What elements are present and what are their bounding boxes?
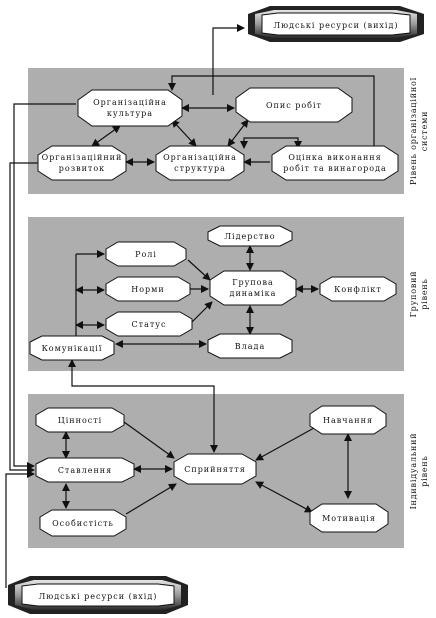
connector-comm-perception [68, 359, 218, 453]
node-org-development-line2: розвиток [59, 164, 105, 173]
node-org-culture-line1: Організаційна [93, 98, 167, 107]
connector-evaluation-culture [168, 75, 375, 150]
node-power: Влада [207, 333, 293, 359]
label-group-level-line2: рівень [420, 278, 429, 309]
output-banner-label: Людські ресурси (вихід) [273, 21, 398, 30]
node-group-dynamics-line2: динаміка [230, 289, 277, 298]
node-org-development-line1: Організаційний [42, 153, 123, 162]
label-individual-level: Індивідуальний рівень [409, 433, 429, 510]
connector-work-structure [227, 119, 249, 147]
node-motivation-label: Мотивація [322, 514, 376, 523]
connector-culture-attitudes [13, 103, 76, 470]
label-group-level: Груповий рівень [409, 271, 429, 318]
label-individual-level-line2: рівень [420, 455, 429, 486]
node-values: Цінності [35, 407, 125, 433]
node-motivation: Мотивація [309, 503, 389, 533]
connector-culture-structure [171, 119, 197, 147]
node-roles-label: Ролі [135, 250, 157, 259]
input-banner-label: Людські ресурси (вхід) [39, 592, 158, 601]
connector-roles-dynamics [187, 259, 211, 281]
label-group-level-line1: Груповий [409, 271, 418, 318]
connector-from-input [5, 470, 35, 588]
node-performance-evaluation: Оцінка виконання робіт та винагорода [271, 145, 399, 181]
node-conflict-label: Конфлікт [334, 285, 382, 294]
connector-status-dynamics [191, 301, 213, 323]
node-status: Статус [105, 311, 193, 337]
node-status-label: Статус [132, 320, 167, 329]
label-individual-level-line1: Індивідуальний [409, 433, 418, 510]
node-work-design: Опис робіт [235, 87, 353, 123]
connector-learning-perception [255, 427, 315, 461]
node-org-structure-line1: Організаційна [163, 153, 237, 162]
node-personality: Особистість [39, 509, 127, 537]
node-learning: Навчання [309, 405, 387, 435]
connector-development-attitudes [9, 162, 40, 474]
node-communications: Комунікації [29, 335, 115, 361]
connector-culture-development [91, 125, 121, 147]
node-power-label: Влада [235, 342, 265, 351]
node-work-design-label: Опис робіт [266, 101, 322, 110]
connector-personality-perception [125, 483, 177, 515]
node-communications-label: Комунікації [42, 344, 103, 353]
node-org-structure: Організаційна структура [155, 145, 245, 181]
node-group-dynamics: Групова динаміка [209, 270, 297, 306]
node-perception: Сприйняття [173, 453, 257, 485]
connector-to-output [212, 24, 245, 95]
node-norms: Норми [105, 276, 191, 302]
node-leadership-label: Лідерство [224, 232, 275, 241]
connector-perception-motivation [255, 481, 313, 513]
node-learning-label: Навчання [323, 416, 373, 425]
connector-structure-evaluation-top [240, 137, 302, 149]
node-attitudes: Ставлення [35, 457, 135, 483]
connector-values-perception [123, 421, 175, 459]
node-org-development: Організаційний розвиток [37, 145, 127, 181]
node-group-dynamics-line1: Групова [232, 278, 274, 287]
node-attitudes-label: Ставлення [58, 466, 112, 475]
node-norms-label: Норми [131, 285, 164, 294]
label-organizational-level-line2: системи [420, 111, 429, 152]
input-banner: Людські ресурси (вхід) [8, 576, 188, 614]
node-personality-label: Особистість [52, 519, 114, 528]
node-roles: Ролі [105, 241, 187, 267]
node-values-label: Цінності [58, 416, 102, 425]
node-leadership: Лідерство [207, 225, 293, 247]
node-performance-evaluation-line1: Оцінка виконання [288, 153, 381, 162]
label-organizational-level-line1: Рівень організаційної [409, 77, 418, 185]
node-perception-label: Сприйняття [184, 465, 246, 474]
label-organizational-level: Рівень організаційної системи [409, 77, 429, 185]
node-org-culture: Організаційна культура [77, 89, 183, 127]
node-conflict: Конфлікт [319, 276, 397, 302]
node-org-culture-line2: культура [107, 109, 153, 118]
node-performance-evaluation-line2: робіт та винагорода [283, 164, 387, 173]
output-banner: Людські ресурси (вихід) [248, 6, 424, 42]
node-org-structure-line2: структура [174, 164, 226, 173]
